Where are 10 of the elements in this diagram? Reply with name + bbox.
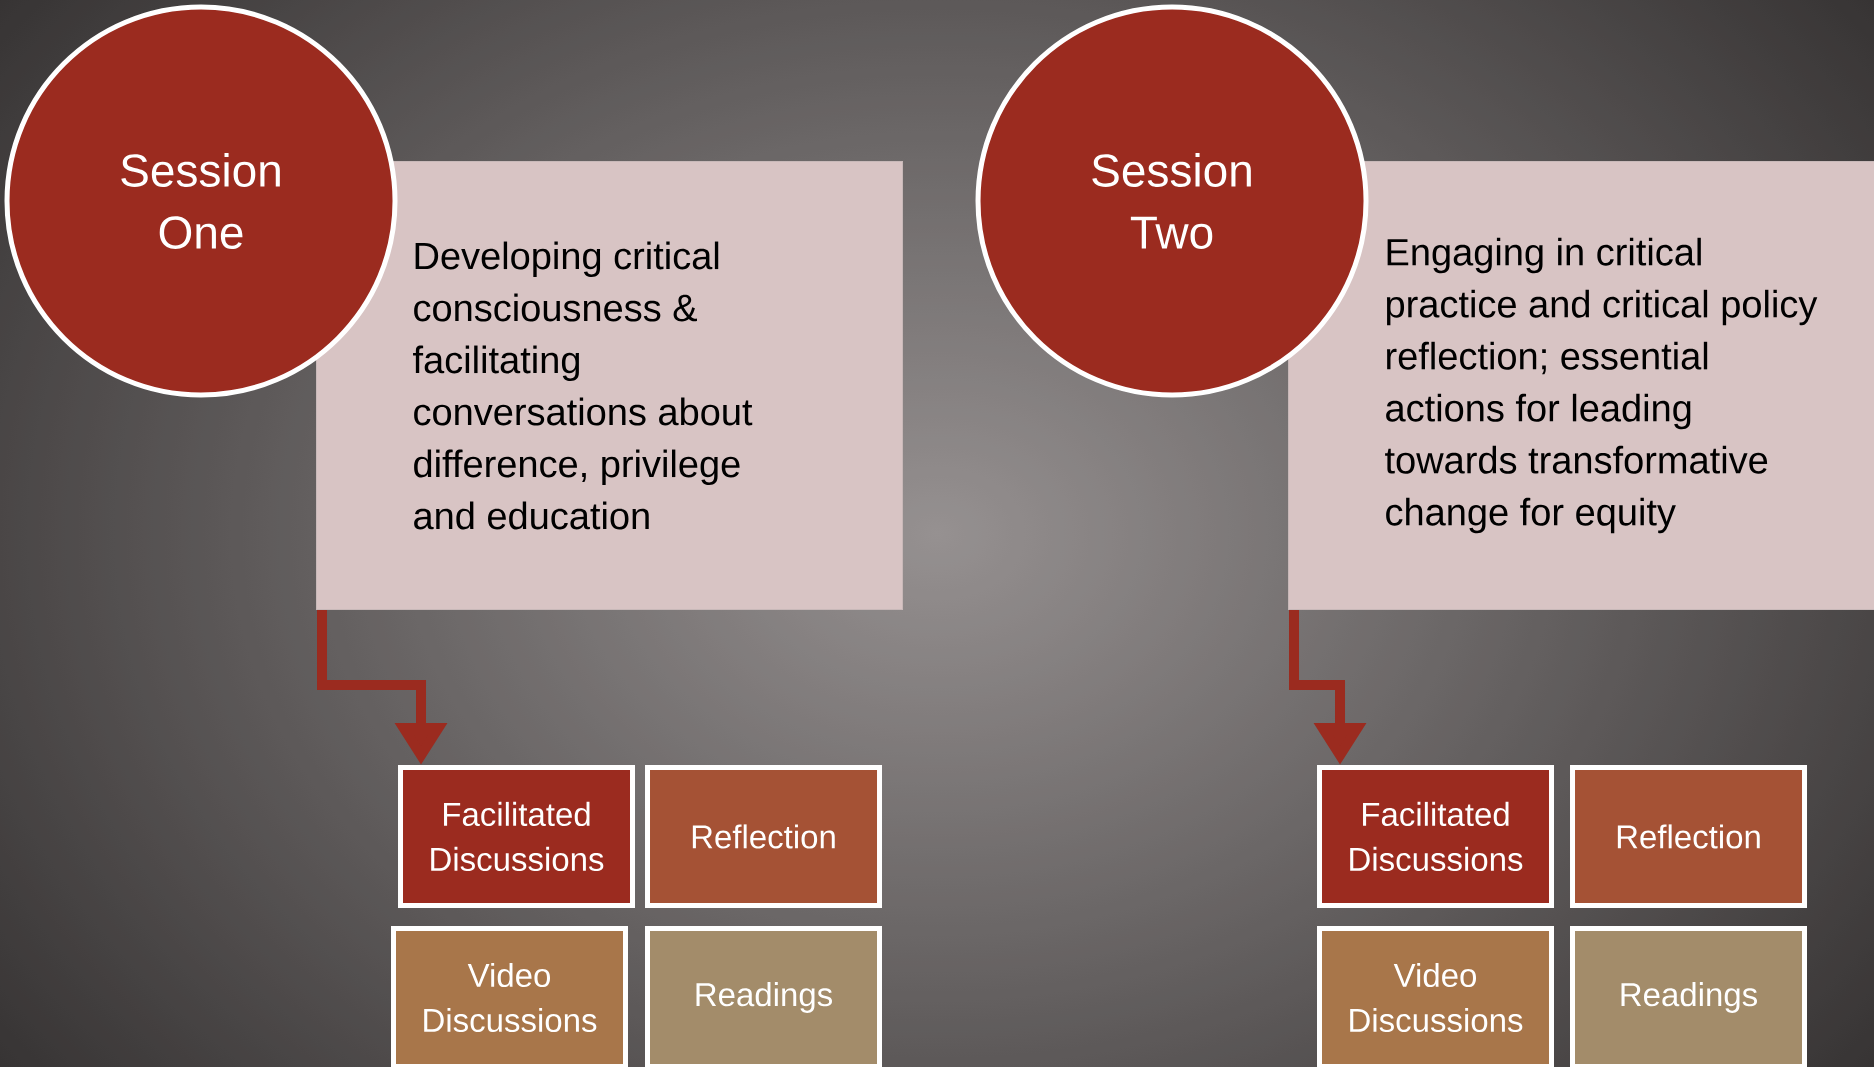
description-box: Engaging in critical practice and critical policy reflection; essential actions for leading towards transformative change for equity bbox=[1288, 161, 1874, 610]
activity-box: Facilitated Discussions bbox=[398, 765, 635, 908]
activity-box: Facilitated Discussions bbox=[1317, 765, 1554, 908]
description-box: Developing critical consciousness & facilitating conversations about difference, privilege and education bbox=[316, 161, 903, 610]
activity-box: Readings bbox=[1570, 926, 1807, 1067]
activity-box: Readings bbox=[645, 926, 882, 1067]
activity-box: Video Discussions bbox=[1317, 926, 1554, 1067]
activity-box: Reflection bbox=[1570, 765, 1807, 908]
activity-box: Video Discussions bbox=[391, 926, 628, 1067]
activity-box: Reflection bbox=[645, 765, 882, 908]
